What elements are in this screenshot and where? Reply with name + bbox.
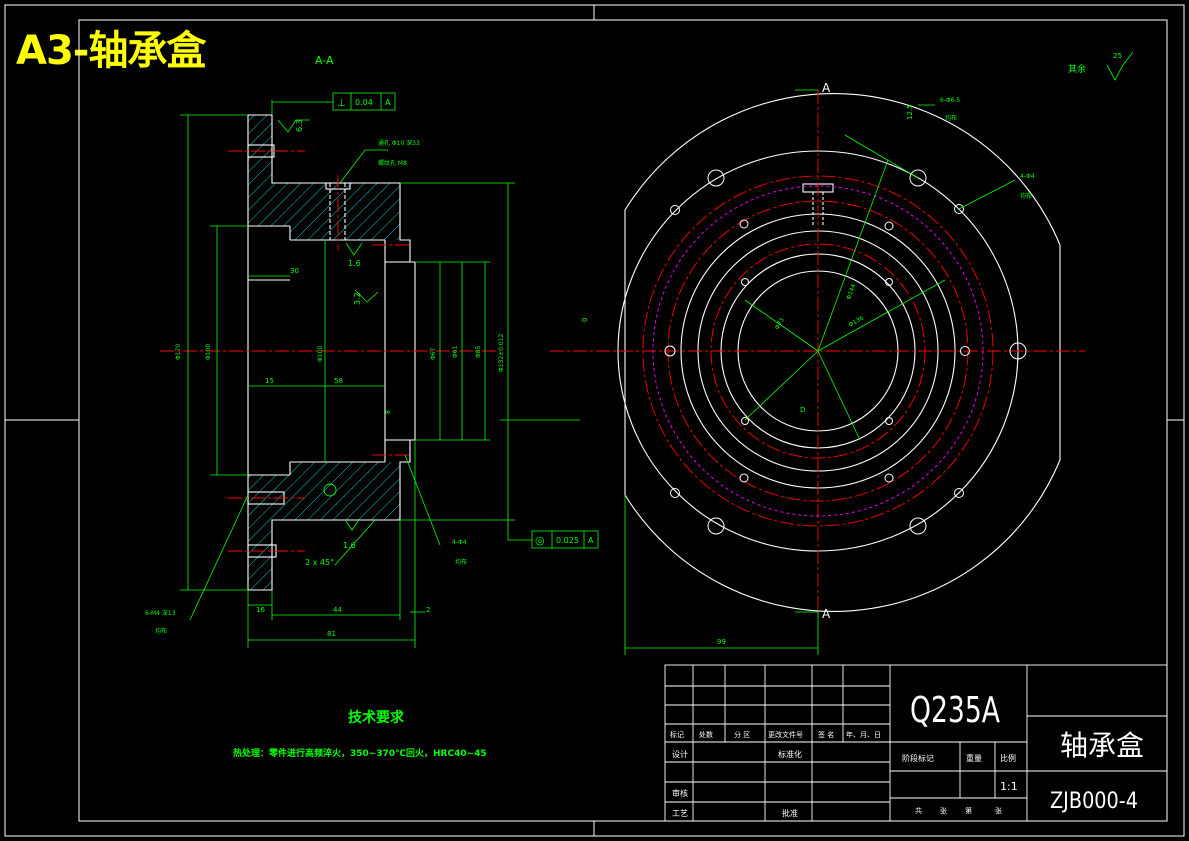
bolt-holes	[664, 169, 1027, 535]
plan-dimensions	[624, 51, 1134, 655]
tolerance-frame-2	[531, 530, 599, 549]
hole-note: 均布	[455, 558, 467, 566]
tb-stage-label: 阶段标记	[902, 753, 934, 763]
hole-note: 4-Φ4	[452, 539, 467, 546]
dim-label: Φ144	[845, 283, 857, 301]
hole-note: 螺纹孔 M8	[378, 159, 407, 167]
tb-stage-label: 重量	[966, 753, 982, 763]
tb-head: 标记	[670, 730, 684, 739]
dim-label: Φ61	[452, 345, 459, 358]
dim-label: 58	[334, 377, 343, 385]
tb-sheet-label: 张	[995, 806, 1002, 815]
tb-sheet-label: 第	[965, 806, 972, 815]
drawing-number: ZJB000-4	[1050, 789, 1138, 814]
roughness-rest-value: 25	[1113, 52, 1122, 60]
tolerance-frame-1	[332, 92, 396, 111]
hole-note: 4-Φ4	[1020, 173, 1035, 180]
dim-label: 16	[256, 606, 265, 614]
dim-label: Φ132±0.012	[498, 333, 505, 372]
hole-note: 均布	[155, 627, 167, 635]
material: Q235A	[910, 690, 1000, 731]
tb-row-label: 工艺	[672, 809, 688, 818]
dim-label: 15	[265, 377, 274, 385]
roughness-rest-label: 其余	[1068, 63, 1086, 75]
hole-note: 均布	[1020, 192, 1032, 200]
hole-note: 6-M4 深13	[145, 609, 176, 617]
section-view: A-A	[145, 54, 599, 648]
hole-note: 通孔 Φ10 深33	[378, 139, 420, 147]
tb-row-label: 设计	[672, 749, 688, 759]
plan-outline	[617, 93, 1061, 612]
tb-sheet-label: 张	[940, 806, 947, 815]
tb-head: 年、月、日	[846, 730, 881, 739]
tb-stage-label: 比例	[1000, 753, 1016, 763]
section-mark: A	[822, 607, 831, 621]
dim-label: 44	[333, 606, 342, 614]
dim-label: 2	[426, 606, 430, 614]
pitch-circle	[652, 185, 984, 517]
tolerance-2-symbol: ◎	[535, 534, 545, 547]
tech-req-text: 热处理：零件进行高频淬火，350~370℃回火，HRC40~45	[233, 747, 487, 759]
section-outline	[247, 114, 416, 591]
sheet-frame	[4, 4, 1185, 837]
tb-std-label: 标准化	[778, 749, 802, 759]
tech-req-title: 技术要求	[348, 709, 405, 726]
dim-label: 81	[327, 630, 336, 638]
dim-label: 12.5	[906, 104, 914, 120]
hole-note: 6-Φ6.5	[940, 97, 960, 104]
dim-label: 99	[717, 638, 726, 646]
tolerance-2-value: 0.025	[556, 536, 579, 545]
dim-label: Φ170	[175, 344, 182, 360]
dim-label: Φ85	[475, 345, 482, 358]
tolerance-2-datum: A	[588, 536, 594, 545]
tb-head: 签 名	[818, 730, 834, 739]
dim-label: 2 x 45°	[305, 558, 334, 567]
plan-view: A A Φ144 Φ136 Φ73 D 99 12.5 6-Φ6.5 均布 4-…	[550, 51, 1134, 655]
tolerance-1-datum: A	[385, 98, 391, 107]
roughness-label: 6.3	[295, 119, 304, 132]
dim-label: Φ67	[430, 347, 437, 360]
dim-label: Φ136	[848, 314, 866, 328]
tb-head: 处数	[699, 730, 713, 739]
scale: 1:1	[1000, 780, 1018, 793]
dim-label: 0	[581, 318, 589, 322]
dim-label: 30	[290, 267, 299, 275]
tb-sheet-label: 共	[915, 806, 922, 815]
tolerance-1-symbol: ⊥	[337, 98, 346, 109]
dim-label: Φ100	[317, 346, 324, 362]
roughness-label: 1.6	[343, 541, 356, 550]
roughness-label: 1.6	[348, 259, 361, 268]
roughness-label: 3.2	[353, 292, 362, 305]
tb-approve-label: 批准	[782, 808, 798, 818]
technical-requirements: 技术要求 热处理：零件进行高频淬火，350~370℃回火，HRC40~45	[233, 709, 487, 759]
hole-note: 均布	[945, 114, 957, 122]
tb-head: 更改文件号	[768, 730, 803, 739]
tb-head: 分 区	[734, 730, 750, 739]
section-mark: A	[822, 81, 831, 95]
tolerance-1-value: 0.04	[355, 98, 373, 107]
part-name: 轴承盒	[1060, 729, 1144, 762]
section-dimensions	[180, 100, 580, 648]
dim-label: D	[800, 406, 805, 414]
tb-row-label: 审核	[672, 788, 688, 798]
dim-label: Φ100	[205, 344, 212, 360]
title-block: Q235A 轴承盒 ZJB000-4 1:1 标记 处数 分 区 更改文件号 签…	[664, 664, 1168, 822]
sheet-title: A3-轴承盒	[16, 28, 206, 74]
hatch-regions	[248, 115, 400, 590]
dim-label: Φ73	[774, 317, 786, 331]
section-label: A-A	[315, 54, 334, 67]
dim-label: 8	[385, 410, 392, 414]
